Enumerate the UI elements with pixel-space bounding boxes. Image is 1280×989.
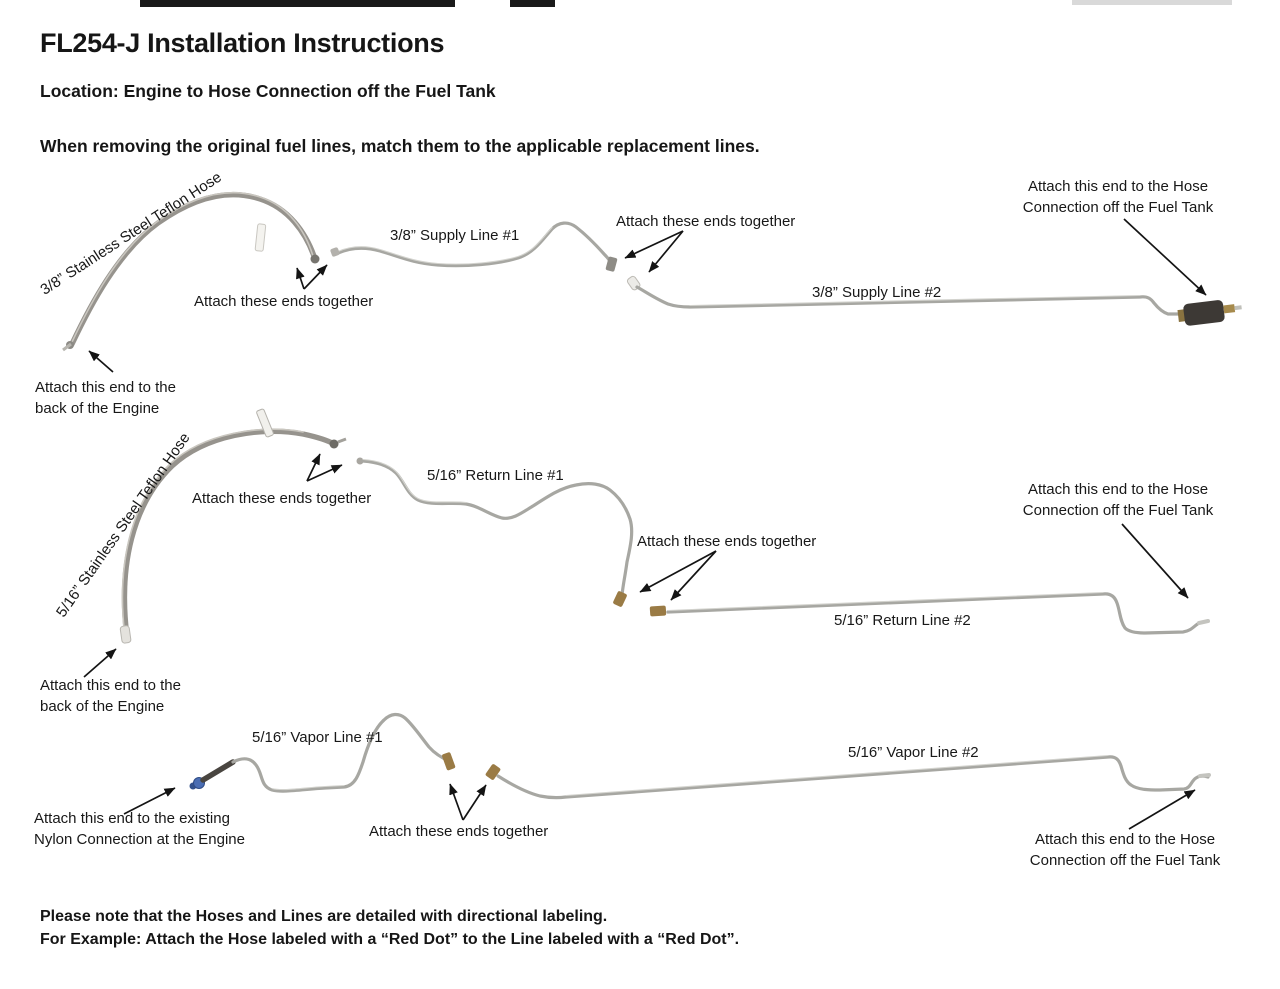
supply-line-1 <box>330 221 618 272</box>
callout-arrow <box>306 464 343 482</box>
callout-arrow <box>639 550 717 593</box>
hose-end-fitting <box>310 254 320 264</box>
callout-arrows-supply <box>88 218 1207 373</box>
directional-labeling-note: Please note that the Hoses and Lines are… <box>40 908 740 948</box>
return-line-2-label: 5/16” Return Line #2 <box>834 612 971 629</box>
callout-arrow <box>462 784 487 821</box>
return-line-2 <box>649 591 1210 635</box>
line-end-fitting-brass <box>649 605 667 617</box>
vapor-line-2 <box>485 754 1211 800</box>
attach-ends-label: Attach these ends together <box>369 823 549 840</box>
location-line: Location: Engine to Hose Connection off … <box>40 81 496 101</box>
fuel-filter <box>1177 300 1242 326</box>
hose-end-fitting <box>119 625 132 644</box>
callout-arrow <box>1123 218 1207 296</box>
callout-arrow <box>306 453 321 482</box>
vapor-line-1-label: 5/16” Vapor Line #1 <box>252 729 383 746</box>
page-title: FL254-J Installation Instructions <box>40 28 445 58</box>
line-end-fitting <box>605 256 618 272</box>
callout-arrow <box>1128 789 1196 830</box>
vapor-line-2-label: 5/16” Vapor Line #2 <box>848 744 979 761</box>
line-end-fitting-brass <box>613 591 627 607</box>
nylon-connection-label: Attach this end to the existing Nylon Co… <box>34 810 245 848</box>
callout-arrow <box>88 350 114 373</box>
callout-arrow <box>449 783 464 821</box>
hose-clip <box>256 408 274 438</box>
callout-arrow <box>296 267 305 290</box>
attach-ends-label: Attach these ends together <box>192 490 372 507</box>
supply-line-1-label: 3/8” Supply Line #1 <box>390 227 520 244</box>
callout-arrow <box>624 230 684 259</box>
hose-end-tip <box>337 437 347 444</box>
callout-arrows-return <box>83 453 1189 678</box>
engine-end-label: Attach this end to the back of the Engin… <box>35 379 176 417</box>
attach-ends-label: Attach these ends together <box>637 533 817 550</box>
supply-line-2 <box>626 275 1242 326</box>
hose-clip <box>254 223 267 252</box>
callout-arrow <box>648 230 684 273</box>
supply-teflon-hose <box>62 191 320 352</box>
callout-arrow <box>303 264 328 290</box>
scan-remnant-bar <box>1072 0 1232 5</box>
callout-arrow <box>83 648 117 678</box>
callout-arrow <box>1121 523 1189 599</box>
callout-arrows-vapor <box>123 783 1196 830</box>
scan-remnant-bar <box>510 0 555 7</box>
callout-arrow <box>670 550 717 601</box>
line-end-fitting-brass <box>485 764 501 780</box>
supply-line-2-label: 3/8” Supply Line #2 <box>812 284 942 301</box>
line-end-fitting <box>330 247 340 257</box>
tank-end-label: Attach this end to the Hose Connection o… <box>1022 481 1214 519</box>
hose-end-tip <box>62 342 72 352</box>
callout-arrow <box>123 787 176 815</box>
line-end-tip <box>1197 619 1210 625</box>
rubber-hose-section <box>200 759 236 783</box>
attach-ends-label: Attach these ends together <box>194 293 374 310</box>
return-line-1-label: 5/16” Return Line #1 <box>427 467 564 484</box>
line-end-fitting-brass <box>442 752 456 771</box>
tank-end-label: Attach this end to the Hose Connection o… <box>1029 831 1221 869</box>
hose-end-fitting <box>329 439 339 449</box>
line-end-fitting <box>356 457 364 465</box>
engine-end-label: Attach this end to the back of the Engin… <box>40 677 181 715</box>
return-teflon-hose <box>119 408 347 644</box>
vapor-line-1 <box>189 712 456 793</box>
scan-remnant-bar <box>140 0 455 7</box>
intro-line: When removing the original fuel lines, m… <box>40 136 760 156</box>
tank-end-label: Attach this end to the Hose Connection o… <box>1022 178 1214 216</box>
line-end-tip <box>1198 773 1211 778</box>
attach-ends-label: Attach these ends together <box>616 213 796 230</box>
return-line-1 <box>356 457 634 607</box>
